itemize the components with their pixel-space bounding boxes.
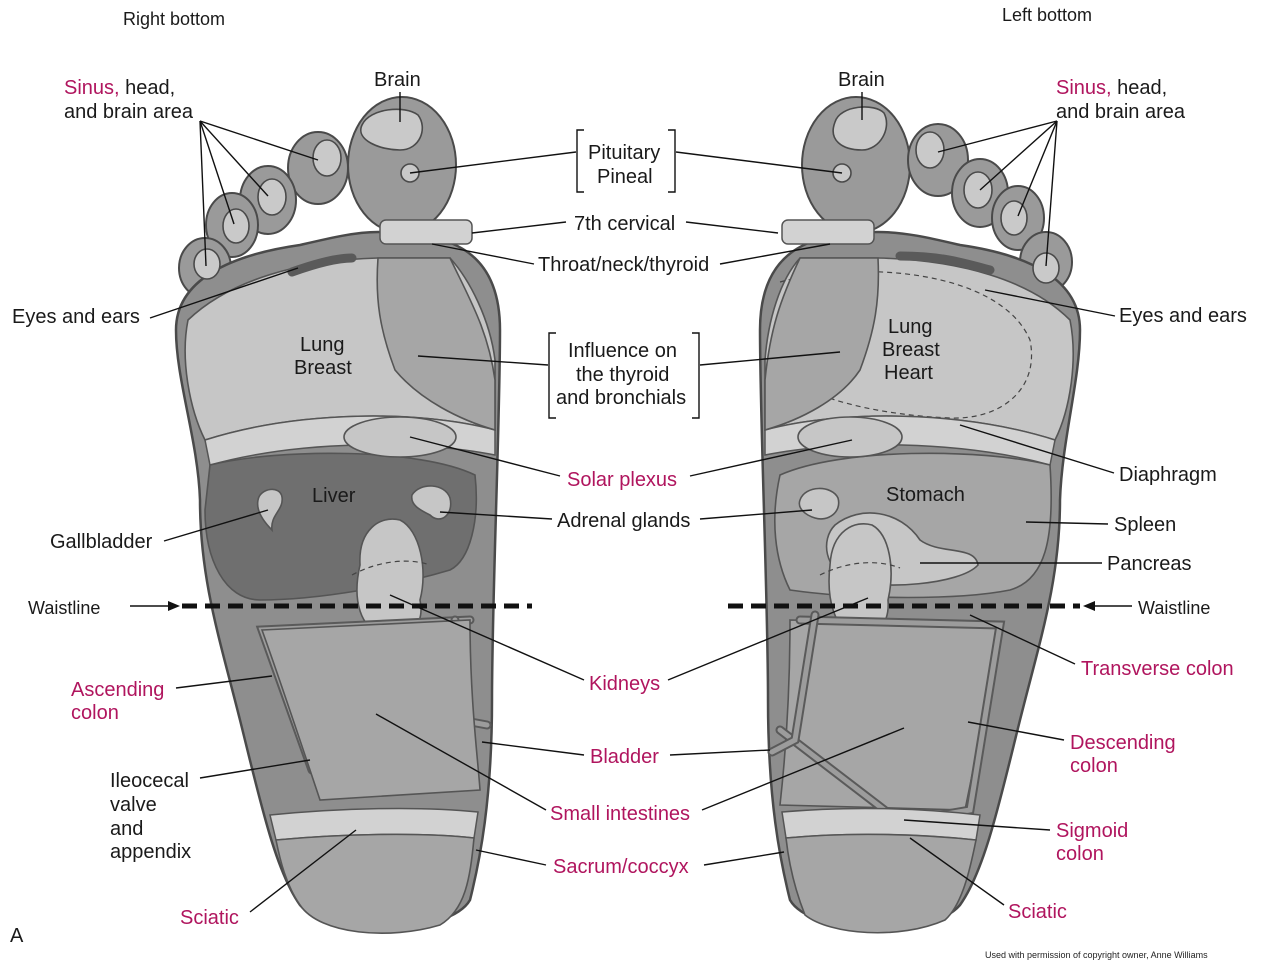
header-right-bottom: Right bottom [123, 9, 225, 29]
ascending-colon-label-2: colon [71, 702, 119, 724]
left-sinus-label: Sinus, head, [1056, 77, 1167, 99]
left-waistline-label: Waistline [1138, 598, 1210, 618]
panel-letter: A [10, 925, 24, 947]
right-heel [276, 834, 474, 933]
header-left-bottom: Left bottom [1002, 5, 1092, 25]
ileocecal-label-4: appendix [110, 841, 191, 863]
left-heart-label: Heart [884, 362, 933, 384]
spleen-label: Spleen [1114, 514, 1176, 536]
influence-label-1: Influence on [568, 340, 677, 362]
bracket-influence-left [549, 333, 556, 418]
right-toe-2-pad [313, 140, 341, 176]
right-toe-3-pad [258, 179, 286, 215]
left-heel [786, 834, 976, 932]
left-brain-label: Brain [838, 69, 885, 91]
left-foot [760, 97, 1080, 933]
ileocecal-label-2: valve [110, 794, 157, 816]
pancreas-label: Pancreas [1107, 553, 1192, 575]
throat-label: Throat/neck/thyroid [538, 254, 709, 276]
left-eyes-ears-label: Eyes and ears [1119, 305, 1247, 327]
right-brain-label: Brain [374, 69, 421, 91]
right-lung-label: Lung [300, 334, 345, 356]
liver-label: Liver [312, 485, 356, 507]
ileocecal-label-1: Ileocecal [110, 770, 189, 792]
left-sinus-label-line2: and brain area [1056, 101, 1186, 123]
diaphragm-label: Diaphragm [1119, 464, 1217, 486]
small-intestines-label: Small intestines [550, 803, 690, 825]
ascending-colon-label-1: Ascending [71, 679, 164, 701]
stomach-label: Stomach [886, 484, 965, 506]
leader-r-bladder [482, 742, 584, 755]
left-waistline-arrowhead [1083, 601, 1095, 611]
left-neck-band [782, 220, 874, 244]
bladder-label: Bladder [590, 746, 659, 768]
influence-label-3: and bronchials [556, 387, 686, 409]
left-breast-label: Breast [882, 339, 940, 361]
right-solar-plexus [344, 417, 456, 457]
bracket-pituitary-left [577, 130, 584, 192]
leader-l-cervical [686, 222, 778, 233]
right-toe-4-pad [223, 209, 249, 243]
kidneys-label: Kidneys [589, 673, 660, 695]
leader-r-sacrum [476, 850, 546, 865]
transverse-colon-label: Transverse colon [1081, 658, 1234, 680]
right-toe-5-pad [194, 249, 220, 279]
cervical-label: 7th cervical [574, 213, 675, 235]
left-lung-label: Lung [888, 316, 933, 338]
leader-l-bladder [670, 750, 770, 755]
right-eyes-ears-label: Eyes and ears [12, 306, 140, 328]
sacrum-label: Sacrum/coccyx [553, 856, 689, 878]
sigmoid-colon-label-2: colon [1056, 843, 1104, 865]
left-sciatic-label: Sciatic [1008, 901, 1067, 923]
leader-l-sacrum [704, 852, 784, 865]
pituitary-label: Pituitary [588, 142, 660, 164]
left-solar-plexus [798, 417, 902, 457]
solar-plexus-label: Solar plexus [567, 469, 677, 491]
left-toe-4-pad [1001, 201, 1027, 235]
left-brain-pad [833, 107, 886, 150]
right-sciatic-label: Sciatic [180, 907, 239, 929]
right-waistline-label: Waistline [28, 598, 100, 618]
sigmoid-colon-label-1: Sigmoid [1056, 820, 1128, 842]
left-toe-2-pad [916, 132, 944, 168]
right-foot [176, 97, 500, 933]
bracket-influence-right [692, 333, 699, 418]
right-neck-band [380, 220, 472, 244]
right-waistline-arrowhead [168, 601, 180, 611]
descending-colon-label-2: colon [1070, 755, 1118, 777]
right-sinus-label-line2: and brain area [64, 101, 194, 123]
descending-colon-label-1: Descending [1070, 732, 1176, 754]
ileocecal-label-3: and [110, 818, 143, 840]
leader-r-cervical [472, 222, 566, 233]
influence-label-2: the thyroid [576, 364, 669, 386]
pineal-label: Pineal [597, 166, 653, 188]
gallbladder-label: Gallbladder [50, 531, 153, 553]
right-sinus-label: Sinus, head, [64, 77, 175, 99]
right-breast-label: Breast [294, 357, 352, 379]
copyright-notice: Used with permission of copyright owner,… [985, 950, 1208, 960]
bracket-pituitary-right [668, 130, 675, 192]
adrenal-label: Adrenal glands [557, 510, 690, 532]
left-toe-3-pad [964, 172, 992, 208]
